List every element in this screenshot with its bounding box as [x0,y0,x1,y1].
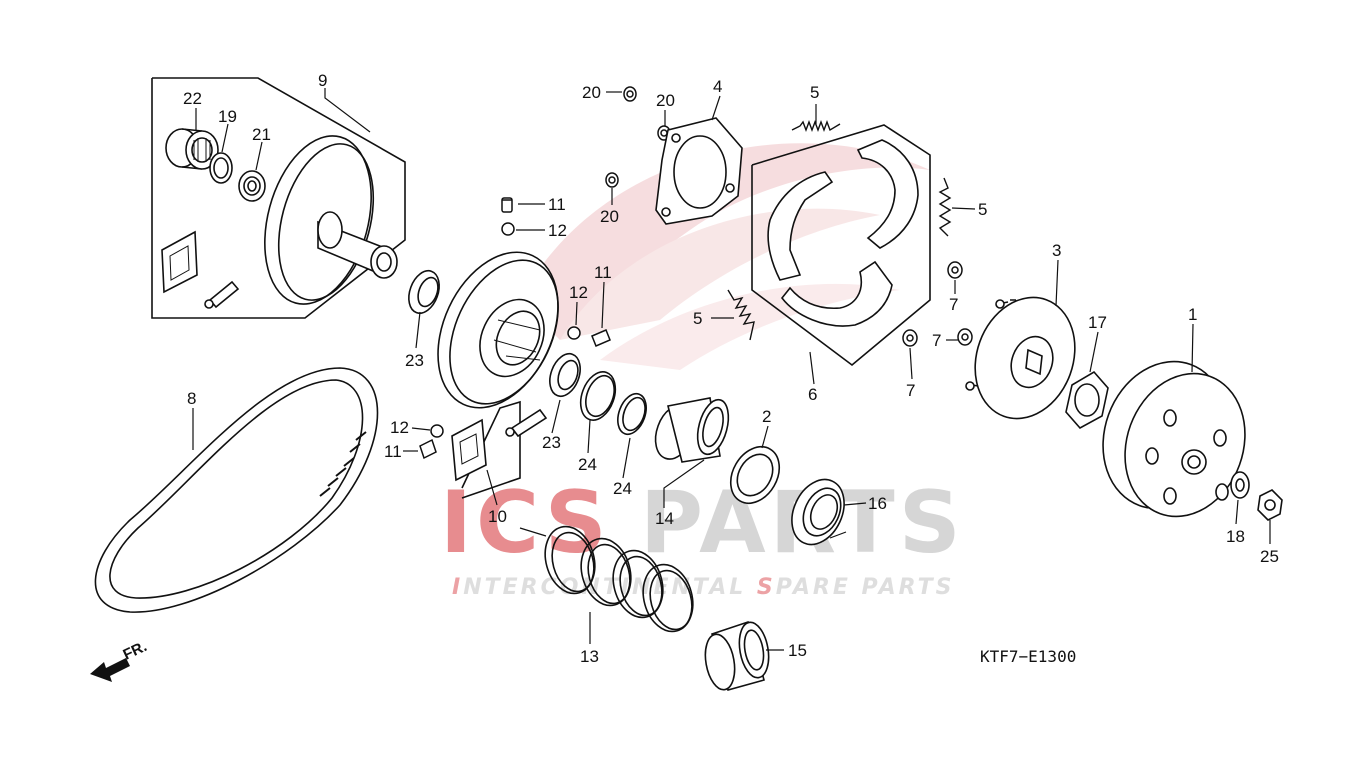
callout-label: 4 [713,77,722,96]
grease-tube-10-icon [505,408,548,438]
callout-label: 11 [384,442,402,461]
nut-7-b [957,328,973,346]
callout-label: 13 [580,647,599,666]
drive-belt-8 [94,367,379,613]
needle-bearing-22 [165,128,219,170]
clutch-shoe-upper-right [856,139,919,249]
bolt-11-left [419,438,437,460]
clutch-outer-1 [1102,360,1246,518]
callout-label: 5 [693,309,702,328]
callout-label: 1 [1188,305,1197,324]
tagline-part: I [452,575,463,600]
tagline-part: NTERC [463,575,560,600]
part-6-clutch-shoe-group [751,124,931,367]
callout-label: 11 [594,263,612,282]
drive-face-disk [264,135,398,305]
callout-label: 3 [1052,241,1061,260]
bolt-11-top [501,197,513,213]
callout-label: 7 [949,295,958,314]
springs-5 [727,120,952,341]
callout-label: 8 [187,389,196,408]
nut-17 [1065,370,1109,430]
part-10-driven-face-group [437,251,559,499]
callout-label: 11 [548,195,566,214]
callout-label: 7 [906,381,915,400]
diagram-code: KTF7−E1300 [980,647,1076,666]
callout-label: 6 [808,385,817,404]
callout-label: 18 [1226,527,1245,546]
callout-label: 23 [405,351,424,370]
callout-label: 20 [582,83,601,102]
clutch-shoe-lower [780,260,893,327]
nut-12-mid [567,326,581,340]
callout-label: 20 [656,91,675,110]
seal-19 [209,152,233,184]
tagline-part: S [757,575,776,600]
nut-20-a [623,86,637,102]
front-direction-indicator: FR. [90,638,150,682]
callout-labels: 22 19 21 9 23 8 12 11 10 23 24 24 20 20 … [183,71,1279,666]
plate-4 [655,117,743,225]
grease-tube-icon [204,280,240,309]
washer-2 [729,445,781,505]
callout-label: 16 [868,494,887,513]
tagline-part: PARE PARTS [776,575,955,600]
seal-16 [791,478,845,546]
grease-label-10-icon [451,418,487,482]
nut-25 [1257,489,1283,521]
callout-label: 5 [810,83,819,102]
seal-23-mid [549,352,581,398]
o-ring-24-b [617,392,647,436]
watermark-logo-ics: ICS [440,473,611,573]
front-arrow-icon [90,658,130,682]
watermark-swoosh [520,143,930,370]
driven-face-disk [437,251,559,409]
spring-5-top [791,120,841,132]
nut-7-a [947,261,963,279]
clutch-shoe-upper-left [767,171,834,281]
spring-5-right [938,177,952,237]
collar-15 [704,620,770,691]
callout-label: 21 [252,125,271,144]
callout-label: 2 [762,407,771,426]
callout-label: 23 [542,433,561,452]
callout-label: 24 [578,455,597,474]
leader-lines [192,88,1271,651]
callout-label: 17 [1088,313,1107,332]
fasteners [419,86,973,460]
watermark-tagline: INTERCONTINENTAL SPARE PARTS [452,575,954,600]
collar-14 [654,397,730,463]
callout-label: 5 [978,200,987,219]
spring-5-left [727,289,755,341]
nut-12-top [501,222,515,236]
callout-label: 14 [655,509,674,528]
callout-label: 19 [218,107,237,126]
nut-12-left [430,424,444,438]
spring-13 [544,525,694,633]
callout-label: 12 [390,418,409,437]
callout-label: 7 [932,331,941,350]
nut-20-c [605,172,619,188]
callout-label: 25 [1260,547,1279,566]
callout-label: 12 [548,221,567,240]
bolt-11-mid [591,329,611,347]
bearing-21 [238,170,266,202]
nut-7-c [902,329,918,347]
o-ring-24-a [579,371,617,421]
callout-label: 24 [613,479,632,498]
callout-label: 12 [569,283,588,302]
callout-label: 9 [318,71,327,90]
seal-23-left [408,269,440,315]
washer-18 [1230,471,1250,499]
callout-label: 20 [600,207,619,226]
part-9-drive-face-group [151,77,406,319]
callout-label: 22 [183,89,202,108]
callout-label: 15 [788,641,807,660]
front-label: FR. [121,638,150,664]
grease-label-icon [161,230,198,294]
callout-label: 10 [488,507,507,526]
plate-3 [965,296,1076,420]
